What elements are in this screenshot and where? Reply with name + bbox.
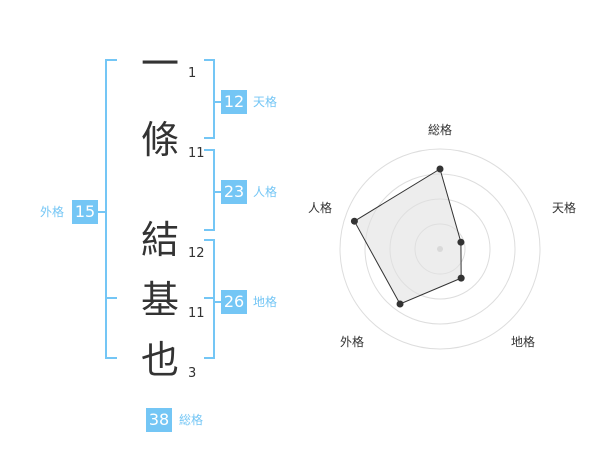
jinkaku-badge: 23 [221,180,247,204]
soukaku-label: 総格 [179,413,204,427]
jinkaku-label: 人格 [253,185,278,199]
gaikaku-bracket [105,59,117,359]
name-character-2: 條 [140,118,179,162]
radar-point-tenkaku [457,238,465,246]
name-character-1: 一 [140,42,179,86]
chikaku-badge: 26 [221,290,247,314]
stroke-count-2: 11 [188,146,205,161]
radar-point-chikaku [457,274,465,282]
gaikaku-label: 外格 [40,205,65,219]
tenkaku-badge: 12 [221,90,247,114]
stroke-count-4: 11 [188,306,205,321]
radar-point-jinkaku [350,217,358,225]
name-character-3: 結 [140,218,179,262]
radar-point-gaikaku [396,300,404,308]
radar-ring-4 [339,148,541,350]
jinkaku-bracket [204,149,215,231]
name-character-5: 也 [140,338,179,382]
stroke-count-5: 3 [188,366,197,381]
radar-axis-label-jinkaku: 人格 [308,201,333,215]
radar-axis-label-chikaku: 地格 [511,335,536,349]
tenkaku-bracket [204,59,215,139]
radar-point-soukaku [436,165,444,173]
radar-series-polygon [353,168,462,305]
radar-axis-label-tenkaku: 天格 [552,201,577,215]
stroke-count-1: 1 [188,66,197,81]
soukaku-badge: 38 [146,408,172,432]
stroke-count-3: 12 [188,246,205,261]
gaikaku-badge: 15 [72,200,98,224]
tenkaku-label: 天格 [253,95,278,109]
chikaku-label: 地格 [253,295,278,309]
radar-axis-label-soukaku: 総格 [428,123,453,137]
name-character-4: 基 [140,278,179,322]
radar-axis-label-gaikaku: 外格 [340,335,365,349]
